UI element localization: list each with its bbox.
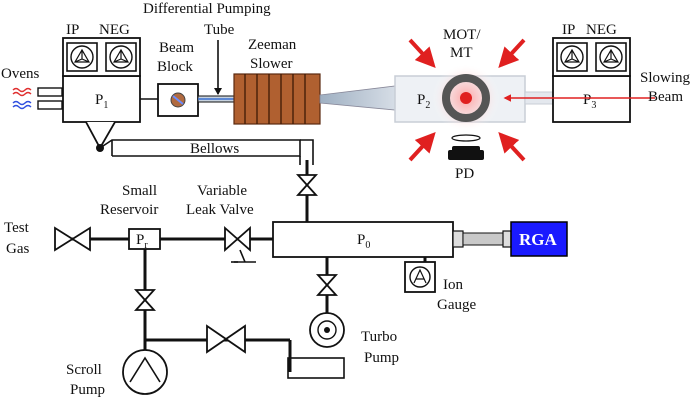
chamber-p1 [62, 37, 141, 123]
small-label: Small [122, 183, 157, 199]
pr-label: Pr [136, 232, 148, 251]
p2-label: P2 [417, 92, 430, 111]
neg-label-left: NEG [99, 22, 130, 38]
valve-icon [317, 257, 337, 313]
p3-label: P3 [583, 92, 596, 111]
turbo-pump-icon [287, 312, 345, 379]
mt-label: MT [450, 45, 473, 61]
pressure-gauge-icon [404, 257, 436, 293]
gauge-label: Gauge [437, 297, 476, 313]
scroll-pump-icon [122, 349, 168, 395]
slowing-beam-label: Beam [648, 89, 683, 105]
neg-label-right: NEG [586, 22, 617, 38]
beam-label: Beam [159, 40, 194, 56]
slowing-label: Slowing [640, 70, 691, 86]
scroll-pump-label: Pump [70, 382, 105, 398]
slower-label: Slower [250, 56, 293, 72]
valve-icon [145, 324, 292, 372]
tube-label: Tube [204, 22, 235, 38]
turbo-pump-label: Pump [364, 350, 399, 366]
p1-label: P1 [95, 92, 108, 111]
oven-coil-icon [12, 87, 63, 110]
beam-block [157, 83, 199, 117]
rga-label: RGA [519, 230, 558, 249]
ip-label-right: IP [562, 22, 575, 38]
mot-label: MOT/ [443, 27, 481, 43]
ip-label-left: IP [66, 22, 79, 38]
laser-arrow-icon [408, 38, 526, 162]
pd-label: PD [455, 166, 474, 182]
test-label: Test [4, 220, 30, 236]
valve-icon [135, 249, 155, 335]
photodiode-icon [448, 134, 484, 160]
reservoir-label: Reservoir [100, 202, 158, 218]
ion-label: Ion [443, 277, 463, 293]
zeeman-label: Zeeman [248, 37, 297, 53]
block-label: Block [157, 59, 193, 75]
zeeman-slower [233, 73, 321, 125]
leak-valve-label: Leak Valve [186, 202, 254, 218]
diff-pumping-label: Differential Pumping [143, 1, 271, 17]
turbo-label: Turbo [361, 329, 397, 345]
rga-unit [452, 221, 568, 257]
bellows-lines [85, 121, 314, 165]
chamber-p3 [552, 37, 631, 123]
ovens-label: Ovens [1, 66, 39, 82]
valve-icon [54, 226, 129, 252]
variable-label: Variable [197, 183, 247, 199]
scroll-label: Scroll [66, 362, 102, 378]
chamber-p2 [394, 64, 554, 132]
p0-label: P0 [357, 232, 370, 251]
valve-icon [297, 160, 317, 222]
bellows-label: Bellows [190, 141, 239, 157]
variable-leak-valve [160, 226, 273, 263]
gas-label: Gas [6, 241, 29, 257]
